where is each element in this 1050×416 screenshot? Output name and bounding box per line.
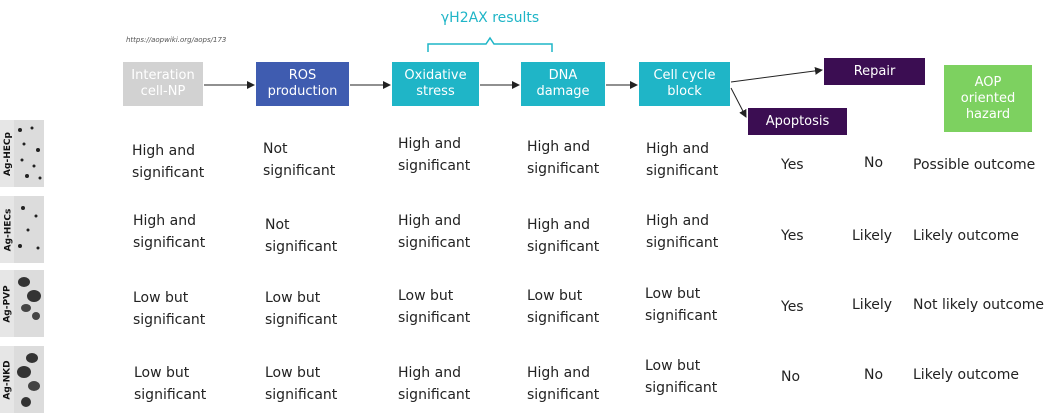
step-aop-hazard: AOP oriented hazard [944, 65, 1032, 132]
row4-cellcycle: Low but significant [645, 358, 718, 396]
row1-cellcycle: High and significant [646, 141, 719, 179]
row3-interaction: Low but significant [133, 290, 206, 328]
row4-repair: No [864, 367, 884, 383]
step-interaction: Interation cell-NP [123, 62, 203, 106]
row4-ros: Low but significant [265, 365, 338, 403]
row1-interaction: High and significant [132, 143, 205, 181]
step-repair: Repair [824, 58, 925, 85]
brace-label: γH2AX results [440, 10, 540, 26]
tem-particles-row2 [18, 206, 40, 250]
step-repair-label: Repair [853, 63, 896, 79]
np-label-row1-wrap: Ag-HECp [2, 124, 14, 184]
tem-image-row2 [14, 196, 44, 263]
tem-image-row3 [14, 270, 44, 337]
np-label-row3: Ag-PVP [3, 284, 13, 323]
np-image-row3: Ag-PVP [0, 270, 44, 337]
row1-oxidative: High and significant [398, 136, 471, 174]
gamma-h2ax-brace [427, 36, 553, 52]
np-label-row2: Ag-HECs [3, 208, 14, 251]
np-label-row4-wrap: Ag-NKD [2, 350, 14, 410]
np-label-row2-wrap: Ag-HECs [2, 200, 14, 260]
np-label-row4: Ag-NKD [3, 359, 13, 400]
row4-interaction: Low but significant [134, 365, 207, 403]
row3-apoptosis: Yes [781, 299, 804, 315]
source-url[interactable]: https://aopwiki.org/aops/173 [126, 36, 227, 44]
step-dna: DNA damage [521, 62, 605, 106]
row1-dna: High and significant [527, 139, 600, 177]
tem-image-row4 [14, 346, 44, 413]
row4-apoptosis: No [781, 369, 801, 385]
row3-outcome: Not likely outcome [913, 297, 1045, 313]
row2-cellcycle: High and significant [646, 213, 719, 251]
step-interaction-label: Interation cell-NP [131, 68, 195, 99]
np-image-row2: Ag-HECs [0, 196, 44, 263]
tem-particles-row4 [17, 353, 40, 407]
step-dna-label: DNA damage [536, 68, 590, 99]
row3-repair: Likely [852, 297, 893, 313]
step-oxidative-label: Oxidative stress [404, 68, 467, 99]
step-cellcycle: Cell cycle block [639, 62, 730, 106]
row3-oxidative: Low but significant [398, 288, 471, 326]
tem-particles-row3 [18, 277, 41, 320]
np-label-row1: Ag-HECp [3, 131, 13, 176]
row1-repair: No [864, 155, 884, 171]
np-image-row1: Ag-HECp [0, 120, 44, 187]
row3-ros: Low but significant [265, 290, 338, 328]
row4-dna: High and significant [527, 365, 600, 403]
np-image-row4: Ag-NKD [0, 346, 44, 413]
row2-oxidative: High and significant [398, 213, 471, 251]
row4-oxidative: High and significant [398, 365, 471, 403]
row1-outcome: Possible outcome [913, 157, 1036, 173]
step-ros: ROS production [256, 62, 349, 106]
row3-cellcycle: Low but significant [645, 286, 718, 324]
row1-ros: Not significant [263, 141, 336, 179]
step-ros-label: ROS production [267, 68, 338, 99]
row1-apoptosis: Yes [781, 157, 804, 173]
arrow-cellcycle-to-repair [730, 66, 823, 83]
tem-particles-row1 [18, 126, 42, 180]
row4-outcome: Likely outcome [913, 367, 1019, 383]
step-aop-hazard-label: AOP oriented hazard [960, 74, 1016, 122]
row2-interaction: High and significant [133, 213, 206, 251]
step-apoptosis: Apoptosis [748, 108, 847, 135]
row2-outcome: Likely outcome [913, 228, 1019, 244]
tem-image-row1 [14, 120, 44, 187]
row2-dna: High and significant [527, 217, 600, 255]
step-apoptosis-label: Apoptosis [765, 113, 830, 129]
row3-dna: Low but significant [527, 288, 600, 326]
step-cellcycle-label: Cell cycle block [653, 68, 716, 99]
np-label-row3-wrap: Ag-PVP [2, 274, 14, 334]
row2-repair: Likely [852, 228, 893, 244]
row2-apoptosis: Yes [781, 228, 804, 244]
step-oxidative: Oxidative stress [392, 62, 479, 106]
arrow-cellcycle-to-apoptosis [730, 87, 747, 118]
row2-ros: Not significant [265, 217, 338, 255]
